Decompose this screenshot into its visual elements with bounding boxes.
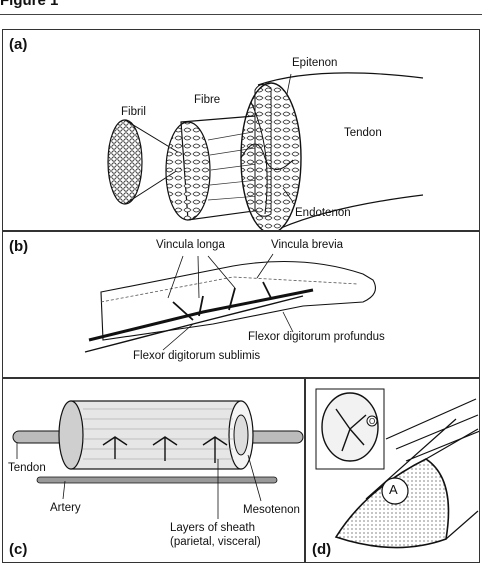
panel-c-label: (c): [9, 541, 27, 558]
label-artery: Artery: [50, 502, 81, 515]
label-tendon-c: Tendon: [8, 462, 46, 475]
panel-c-tendon-sheath: (c) Tendon Artery Mesotenon Layers of sh…: [2, 378, 305, 563]
cross-section-illustration: [306, 379, 480, 563]
label-sheath-line1: Layers of sheath: [170, 522, 255, 535]
label-vincula-longa: Vincula longa: [156, 239, 225, 252]
label-fibre: Fibre: [194, 94, 220, 107]
label-mesotenon: Mesotenon: [243, 504, 300, 517]
figure-title: Figure 1: [0, 0, 58, 9]
panel-d-label: (d): [312, 541, 331, 558]
label-flexor-profundus: Flexor digitorum profundus: [248, 331, 385, 344]
panel-a-label: (a): [9, 36, 27, 53]
label-sheath-line2: (parietal, visceral): [170, 536, 261, 549]
marker-o: O: [369, 415, 375, 428]
marker-a: A: [389, 483, 398, 496]
panel-d-cross-section: (d) A O: [305, 378, 480, 563]
label-flexor-sublimis: Flexor digitorum sublimis: [133, 350, 260, 363]
title-rule: [0, 14, 482, 15]
panel-b-label: (b): [9, 238, 28, 255]
label-fibril: Fibril: [121, 106, 146, 119]
label-vincula-brevia: Vincula brevia: [271, 239, 343, 252]
tendon-hierarchy-illustration: [3, 30, 480, 231]
panel-b-vincula: (b) Vincula longa Vincula brevia Flexor …: [2, 231, 480, 378]
label-epitenon: Epitenon: [292, 57, 337, 70]
label-endotenon: Endotenon: [295, 207, 351, 220]
label-tendon: Tendon: [344, 127, 382, 140]
panel-a-tendon-structure: (a) Fibril Fibre Epitenon Tendon Endoten…: [2, 29, 480, 231]
